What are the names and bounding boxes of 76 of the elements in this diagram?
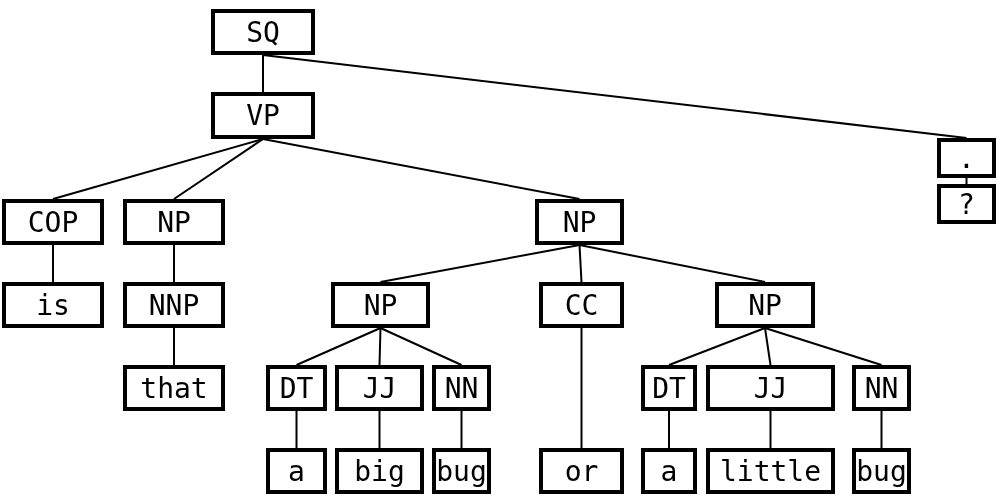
tree-node-box (335, 365, 424, 411)
tree-node-box (641, 448, 697, 494)
tree-branch-line (764, 327, 883, 366)
node-label: a (288, 454, 305, 488)
tree-node-box (123, 199, 225, 245)
tree-node-box (706, 448, 835, 494)
tree-branch-line (379, 327, 463, 366)
tree-branch-line (173, 244, 175, 283)
tree-node-box (539, 448, 624, 494)
tree-node-box (852, 365, 911, 411)
node-label: CC (564, 288, 599, 322)
tree-node-box (266, 448, 327, 494)
node-label: NP (562, 205, 597, 239)
tree-node-box (123, 365, 225, 411)
tree-node-box (852, 448, 911, 494)
tree-branch-line (764, 327, 772, 366)
node-label: VP (246, 99, 280, 132)
tree-node-box (432, 448, 491, 494)
tree-node-box (539, 282, 624, 328)
tree-branch-line (295, 327, 382, 366)
tree-node-box (641, 365, 697, 411)
tree-branch-line (379, 244, 581, 283)
tree-node-box (706, 365, 835, 411)
node-label: ? (958, 187, 975, 221)
tree-branch-line (668, 327, 766, 366)
tree-node-box (432, 365, 491, 411)
node-label: JJ (753, 371, 788, 405)
tree-node-box (937, 138, 996, 178)
node-label: NP (157, 205, 191, 239)
node-label: DT (279, 371, 314, 405)
node-label: bug (436, 454, 487, 488)
node-label: SQ (246, 15, 280, 49)
node-label: bug (856, 454, 907, 488)
node-label: DT (652, 371, 686, 405)
node-label: a (660, 454, 678, 488)
tree-branch-line (262, 138, 581, 200)
node-label: NN (444, 371, 479, 405)
node-label: JJ (362, 371, 397, 405)
tree-node-box (2, 199, 104, 245)
tree-branch-line (378, 410, 381, 449)
tree-branch-line (173, 327, 175, 366)
tree-branch-line (173, 138, 264, 200)
tree-branch-line (965, 177, 968, 185)
tree-node-box (211, 9, 315, 55)
tree-branch-line (378, 327, 382, 366)
node-label: NNP (148, 288, 200, 322)
tree-branch-line (578, 244, 583, 283)
tree-branch-line (880, 410, 883, 449)
tree-node-box (2, 282, 104, 328)
tree-node-box (335, 448, 424, 494)
tree-node-box (123, 282, 225, 328)
tree-node-box (266, 365, 327, 411)
tree-node-box (937, 184, 996, 224)
tree-node-box (331, 282, 430, 328)
node-label: . (958, 141, 975, 175)
tree-branch-line (262, 54, 264, 93)
node-label: NP (748, 288, 782, 322)
tree-branch-line (580, 327, 583, 449)
tree-branch-line (52, 244, 54, 283)
tree-branch-line (668, 410, 670, 449)
tree-branch-line (262, 54, 968, 139)
tree-branch-line (769, 410, 772, 449)
tree-node-box (211, 92, 315, 139)
tree-node-box (535, 199, 624, 245)
node-label: that (140, 371, 208, 405)
node-label: NN (864, 371, 899, 405)
node-label: big (354, 454, 405, 488)
node-label: COP (27, 205, 79, 239)
node-label: is (36, 288, 70, 322)
tree-branch-line (460, 410, 463, 449)
node-label: little (719, 454, 822, 488)
node-label: NP (363, 288, 398, 322)
node-label: or (564, 454, 599, 488)
tree-branch-line (295, 410, 298, 449)
tree-node-box (715, 282, 815, 328)
tree-branch-line (578, 244, 766, 283)
